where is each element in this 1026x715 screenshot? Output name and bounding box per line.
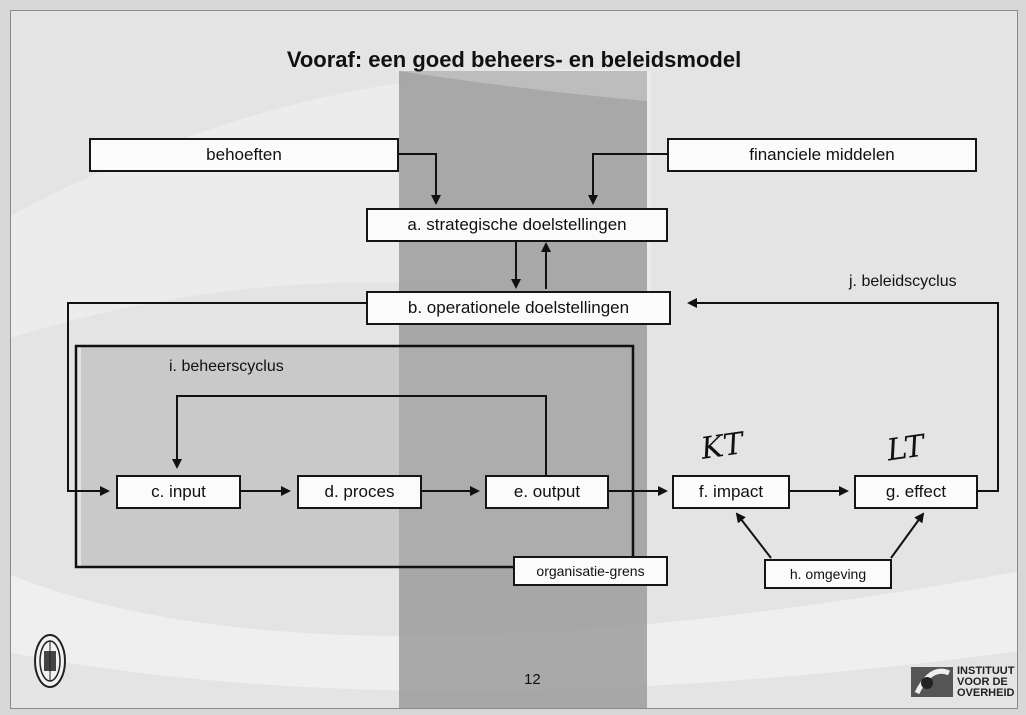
slide: Vooraf: een goed beheers- en beleidsmode… [10, 10, 1018, 709]
operational-goals-box: b. operationele doelstellingen [366, 291, 671, 325]
output-box: e. output [485, 475, 609, 509]
policy-cycle-label: j. beleidscyclus [849, 273, 957, 290]
long-term-annotation: LT [884, 428, 927, 469]
slide-title: Vooraf: een goed beheers- en beleidsmode… [286, 47, 742, 72]
needs-box: behoeften [89, 138, 399, 172]
input-box: c. input [116, 475, 241, 509]
diagram-connectors [67, 153, 999, 569]
university-seal-icon [33, 633, 67, 694]
strategic-goals-box: a. strategische doelstellingen [366, 208, 668, 242]
environment-box: h. omgeving [764, 559, 892, 589]
short-term-annotation: KT [698, 426, 746, 467]
institute-logo-icon [911, 667, 953, 697]
process-box: d. proces [297, 475, 422, 509]
page-number: 12 [524, 671, 541, 688]
background-decoration [11, 68, 1017, 708]
organization-boundary-box: organisatie-grens [513, 556, 668, 586]
impact-box: f. impact [672, 475, 790, 509]
effect-box: g. effect [854, 475, 978, 509]
institute-logo: INSTITUUT VOOR DE OVERHEID [911, 663, 1017, 701]
financial-resources-box: financiele middelen [667, 138, 977, 172]
management-cycle-label: i. beheerscyclus [169, 358, 284, 375]
institute-logo-text: INSTITUUT VOOR DE OVERHEID [957, 664, 1015, 699]
